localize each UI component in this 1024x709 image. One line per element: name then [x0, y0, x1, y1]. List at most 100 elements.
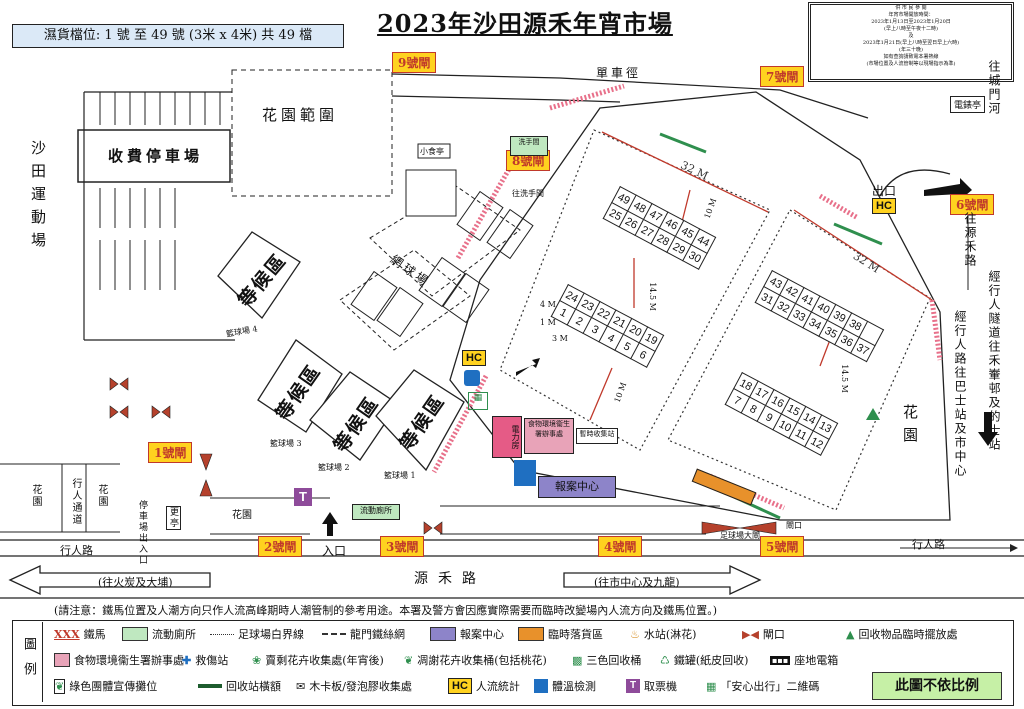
thermometer-legend-icon [534, 679, 548, 693]
legend-item-plant: ❦凋謝花卉收集桶(包括桃花) [404, 653, 547, 668]
entrance-label: 入口 [322, 544, 347, 558]
washroom-block: 洗手間 [510, 136, 548, 156]
recycle-triangle-icon [866, 408, 880, 420]
gate-2: 2號閘 [258, 536, 303, 557]
garden-left-1: 花園 [30, 484, 41, 508]
not-to-scale-note: 此圖不依比例 [872, 672, 1002, 700]
bins-icon: ▩ [572, 653, 583, 667]
legend-item-temp: 體溫檢測 [534, 678, 596, 694]
legend-item-box: ▪▪▪座地電箱 [770, 654, 839, 667]
gate-7: 7號閘 [760, 66, 805, 87]
gate-4: 4號閘 [598, 536, 643, 557]
sports-ground-label: 沙田運動場 [29, 140, 47, 255]
legend-item-unload: 臨時落貨區 [518, 626, 603, 642]
dimension-1m: 1 M [540, 318, 556, 327]
court-1-label: 籃球場 1 [384, 471, 416, 480]
triangle-icon: ▲ [846, 627, 855, 641]
to-bus-label: 經行人路往巴士站及市中心 [953, 310, 967, 478]
opening-hours-notice: 供 市 民 參 閱年宵市場開放時間：2023年1月13日至2023年1月20日 … [808, 2, 1014, 82]
court-2-label: 籃球場 2 [318, 463, 350, 472]
garden-left-2: 花園 [96, 484, 107, 508]
legend-item-flower: ❀賣剩花卉收集處(年宵後) [252, 653, 384, 668]
paid-parking-box [77, 129, 231, 183]
legend-item-water: ♨水站(淋花) [630, 627, 697, 642]
gate-6: 6號閘 [950, 194, 995, 215]
pedestrian-passage: 行人通道 [70, 478, 81, 526]
stall-count-note: 濕貨檔位: 1 號 至 49 號 (3米 x 4米) 共 49 檔 [12, 24, 344, 48]
legend-item-fehd: 食物環境衞生署辦事處 [54, 652, 184, 668]
legend-item-paper: ♺鐵罐(紙皮回收) [660, 653, 749, 668]
legend-item-gate: ▶◀閘口 [742, 627, 785, 642]
legend-item-firstaid: ✚救傷站 [182, 653, 229, 668]
court-3-label: 籃球場 3 [270, 439, 302, 448]
legend-item-qr: ▦「安心出行」二維碼 [706, 679, 820, 694]
dimension-14-5m-a: 14.5 M [647, 282, 657, 311]
legend-header: 圖例 [14, 622, 43, 702]
pedestrian-road-left: 行人路 [60, 544, 93, 557]
garden-area-label: 花園範圍 [262, 106, 339, 124]
gate-9: 9號閘 [392, 52, 437, 73]
leaf-icon: ❦ [404, 653, 414, 667]
people-counter-exit: HC [872, 198, 896, 214]
electricity-kiosk: 電錶亭 [950, 96, 986, 113]
to-tunnel-label: 經行人隧道往禾輋邨及的士站 [987, 270, 1001, 452]
flower-icon: ❀ [252, 653, 262, 667]
garden-right: 花園 [901, 404, 919, 450]
legend-item-banner: 回收站橫額 [198, 678, 281, 694]
mobile-toilet: 流動廁所 [352, 504, 400, 520]
caveat-note: (請注意：鐵馬位置及人潮方向只作人流高峰期時人潮管制的參考用途。本署及警方會因應… [54, 604, 718, 617]
to-washroom: 往洗手間 [512, 189, 544, 198]
legend-item-recycle: ▲回收物品臨時擺放處 [846, 627, 958, 642]
cycle-track-label: 單車徑 [596, 66, 642, 80]
pedestrian-road-right: 行人路 [912, 538, 945, 551]
legend-item-bins: ▩三色回收桶 [572, 653, 642, 668]
people-counter-badge: HC [462, 350, 486, 366]
legend-item-wood: ✉木卡板/發泡膠收集處 [296, 679, 412, 694]
temporary-collection: 暫時收集站 [576, 428, 618, 444]
yuen-wo-road-label: 源禾路 [414, 571, 486, 587]
qr-legend-icon: ▦ [706, 679, 717, 693]
recycle-icon: ♺ [660, 653, 670, 667]
exit-label: 出口 [872, 184, 897, 198]
car-park-entrance: 停車場出入口 [137, 500, 147, 566]
garden-bottom: 花園 [232, 510, 252, 521]
garden-area-boundary [231, 69, 393, 197]
water-icon: ♨ [630, 627, 640, 641]
pavilion-label: 小食亭 [420, 147, 444, 156]
ticket-machine-badge: T [294, 488, 312, 506]
football-gate: 足球場大閘 [720, 531, 760, 540]
legend-box [12, 620, 1014, 706]
small-gate: 閘口 [786, 521, 802, 530]
dimension-14-5m-b: 14.5 M [839, 364, 849, 393]
legend-item-fence: 龍門鐵絲網 [322, 626, 405, 642]
gate-5: 5號閘 [760, 536, 805, 557]
kiosk-left: 更亭 [166, 506, 181, 530]
green-booth-icon: ❦ [54, 678, 66, 694]
power-room: 電力房 [492, 416, 522, 458]
dimension-4m: 4 M [540, 300, 556, 309]
first-aid-icon [514, 460, 536, 486]
to-city-centre-label: (往市中心及九龍) [594, 576, 680, 589]
to-yuen-wo-road: 往源禾路 [963, 212, 977, 268]
thermometer-icon [464, 370, 480, 386]
to-fo-tan-label: (往火炭及大埔) [98, 576, 173, 589]
to-city-gate-river: 往城門河 [987, 60, 1001, 116]
gate-1: 1號閘 [148, 442, 193, 463]
hygiene-office: 食物環境衞生署辦事處 [524, 418, 574, 454]
qr-code-icon: ▦ [468, 392, 488, 410]
dimension-3m: 3 M [552, 334, 568, 343]
paid-parking-label: 收費停車場 [108, 147, 204, 165]
bowtie-icon: ▶◀ [742, 627, 759, 641]
legend-item-boundary: 足球場白界線 [210, 626, 304, 642]
power-box-icon: ▪▪▪ [770, 655, 791, 665]
map-title: 2023年沙田源禾年宵市場 [377, 9, 673, 38]
gate-3: 3號閘 [380, 536, 425, 557]
report-centre: 報案中心 [538, 476, 616, 498]
envelope-icon: ✉ [296, 679, 306, 693]
legend-item-green: ❦綠色團體宣傳攤位 [54, 678, 158, 694]
cross-icon: ✚ [182, 653, 192, 667]
